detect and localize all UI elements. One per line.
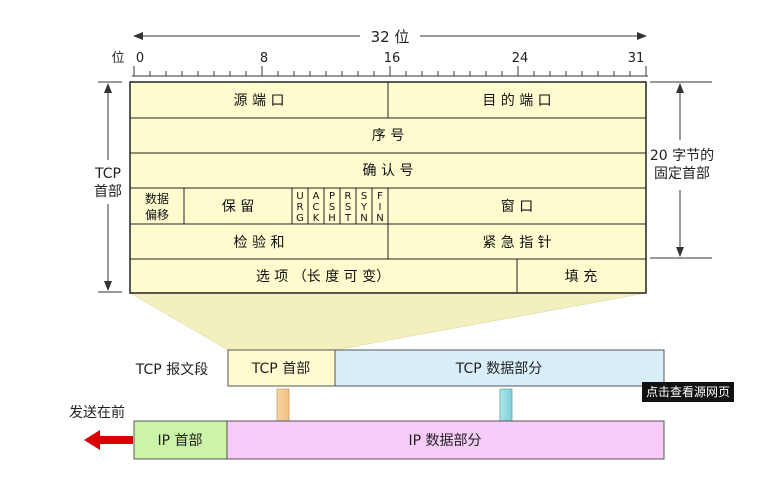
flag-fin: F I N <box>376 191 383 224</box>
svg-text:N: N <box>360 213 367 224</box>
fixed-header-label-line1: 20 字节的 <box>650 148 714 164</box>
field-reserved: 保 留 <box>222 199 254 215</box>
send-direction-arrow-icon <box>84 430 133 450</box>
svg-text:H: H <box>328 213 336 224</box>
svg-text:C: C <box>313 202 320 213</box>
field-window: 窗 口 <box>501 198 533 215</box>
field-ack-number: 确 认 号 <box>363 163 414 179</box>
svg-text:T: T <box>344 213 352 224</box>
svg-text:U: U <box>296 191 303 202</box>
expansion-funnel <box>129 292 647 351</box>
field-data-offset-line1: 数据 <box>145 191 169 206</box>
field-checksum: 检 验 和 <box>234 235 285 251</box>
flag-ack: A C K <box>313 191 320 224</box>
tcp-segment: TCP 报文段 TCP 首部 TCP 数据部分 <box>135 349 665 387</box>
bit-width-title: 32 位 <box>371 28 410 46</box>
svg-text:A: A <box>313 191 320 202</box>
svg-text:S: S <box>345 202 351 213</box>
tcp-segment-label: TCP 报文段 <box>135 362 208 378</box>
svg-text:Y: Y <box>360 202 368 213</box>
bit-ruler: 位 0 8 16 24 31 <box>111 51 648 77</box>
svg-text:S: S <box>361 191 367 202</box>
svg-text:R: R <box>297 202 304 213</box>
field-options: 选 项 （长 度 可 变） <box>256 269 390 285</box>
view-source-tooltip[interactable]: 点击查看源网页 <box>642 382 734 402</box>
bit-tick-label-16: 16 <box>384 51 401 66</box>
tcp-header-span-marker: TCP 首部 <box>94 81 122 293</box>
flag-urg: U R G <box>296 191 304 224</box>
ruler-tick-marks <box>133 66 647 76</box>
field-sequence-number: 序 号 <box>372 128 404 144</box>
bit-width-dimension: 32 位 <box>133 28 647 46</box>
ip-datagram: 发送在前 IP 首部 IP 数据部分 <box>69 404 665 460</box>
flag-rst: R S T <box>344 191 352 224</box>
tcp-header-label-line1: TCP <box>94 166 121 182</box>
ip-data: IP 数据部分 <box>408 433 481 449</box>
bit-tick-label-24: 24 <box>512 51 529 66</box>
tcp-header-label-line2: 首部 <box>94 184 122 200</box>
ip-header: IP 首部 <box>157 433 202 449</box>
bit-unit-label: 位 <box>111 51 124 66</box>
fixed-header-span-marker: 20 字节的 固定首部 <box>650 81 714 259</box>
tcp-header-table: 源 端 口 目 的 端 口 序 号 确 认 号 数据 偏移 保 留 U R G … <box>129 81 647 294</box>
field-destination-port: 目 的 端 口 <box>482 93 551 109</box>
field-source-port: 源 端 口 <box>234 93 285 109</box>
flag-psh: P S H <box>328 191 336 224</box>
svg-text:R: R <box>345 191 352 202</box>
svg-text:S: S <box>329 202 335 213</box>
tcp-segment-data: TCP 数据部分 <box>455 361 542 377</box>
svg-text:F: F <box>377 191 383 202</box>
field-data-offset-line2: 偏移 <box>145 207 169 222</box>
tcp-segment-header: TCP 首部 <box>251 361 310 377</box>
bit-tick-label-0: 0 <box>136 51 144 66</box>
svg-text:K: K <box>313 213 320 224</box>
svg-text:N: N <box>376 213 383 224</box>
bit-tick-label-8: 8 <box>260 51 268 66</box>
fixed-header-label-line2: 固定首部 <box>654 166 710 182</box>
field-urgent-pointer: 紧 急 指 针 <box>482 235 551 251</box>
svg-text:I: I <box>379 202 382 213</box>
bit-tick-label-31: 31 <box>628 51 645 66</box>
svg-text:G: G <box>296 213 304 224</box>
flag-syn: S Y N <box>360 191 368 224</box>
send-first-label: 发送在前 <box>69 404 125 421</box>
field-padding: 填 充 <box>565 269 597 285</box>
svg-text:P: P <box>329 191 335 202</box>
